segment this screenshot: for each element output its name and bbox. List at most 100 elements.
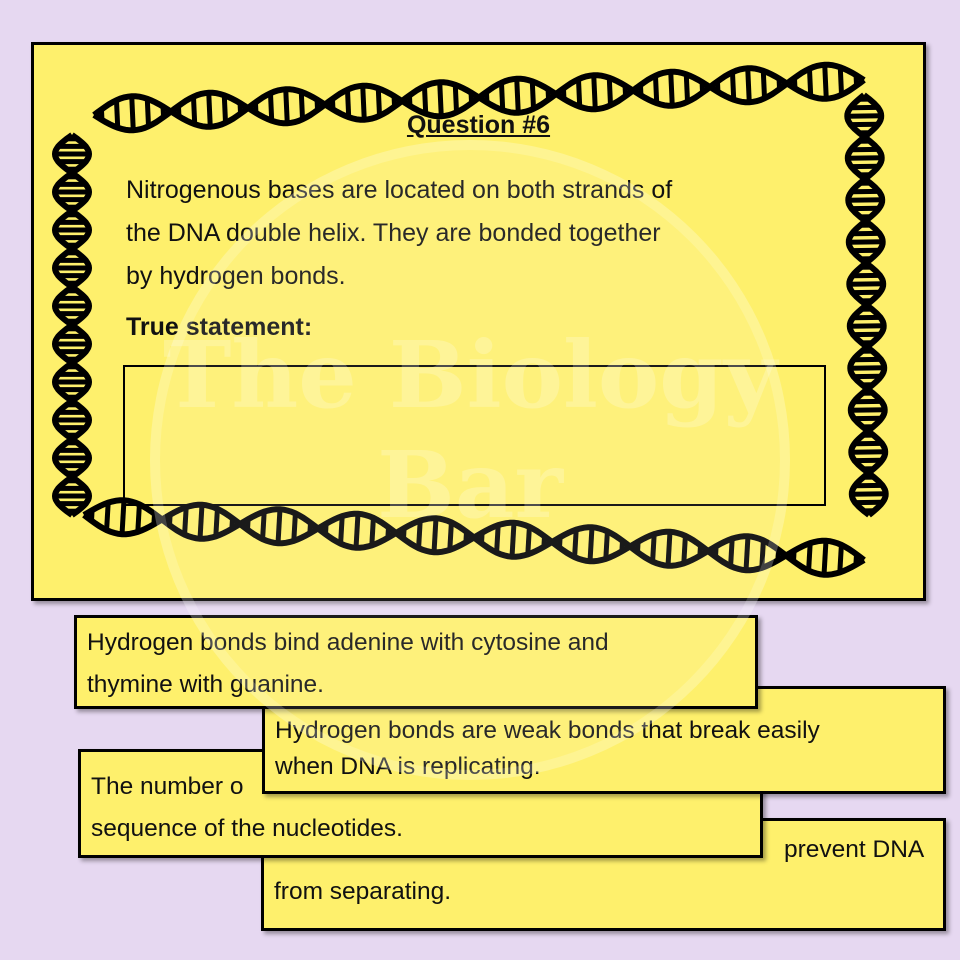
helix-rung [791,550,797,562]
helix-rung [665,531,673,566]
helix-rung [113,100,121,128]
helix-rung [525,526,532,555]
helix-rung [745,68,752,103]
line: prevent DNA [784,836,925,863]
helix-rung [853,554,859,565]
helix-segment [92,61,866,134]
helix-rung [375,88,383,116]
helix-strand [51,132,93,518]
helix-rung [619,540,625,552]
helix-rung [681,535,688,564]
helix-rung [283,89,290,124]
helix-rung [652,75,660,104]
line: thymine with guanine. [87,671,324,698]
line: from separating. [274,878,452,905]
helix-rung [603,531,610,560]
helix-rung [344,89,352,118]
helix-rung [360,85,367,120]
helix-rung [587,527,595,562]
helix-rung [668,71,675,106]
helix-rung [514,78,521,113]
question-line: by hydrogen bonds. [126,262,346,290]
helix-rung [713,546,719,557]
helix-segment [82,497,866,578]
line: Hydrogen bonds bind adenine with cytosin… [87,629,609,656]
helix-rung [206,92,213,127]
question-text: Nitrogenous bases are located on both st… [126,169,826,298]
helix-rung [182,506,189,535]
helix-rung [509,522,517,557]
helix-segment [844,92,889,518]
helix-rung [606,77,614,106]
helix-rung [479,532,485,544]
helix-strand [844,92,889,518]
answer-card-1[interactable]: Hydrogen bonds bind adenine with cytosin… [74,615,758,709]
question-line: Nitrogenous bases are located on both st… [126,176,673,204]
helix-rung [213,508,220,537]
helix-rung [229,518,235,529]
helix-rung [323,523,329,535]
question-card: Question #6 Nitrogenous bases are locate… [31,42,926,601]
line: when DNA is replicating. [275,753,541,780]
helix-rung [104,502,111,531]
helix-rung [806,542,813,571]
helix-rung [650,533,657,562]
helix-rung [743,536,751,571]
helix-rung [245,519,251,530]
helix-rung [151,513,157,525]
answer-text: prevent DNA from separating. [264,821,943,917]
helix-rung [837,67,845,95]
helix-rung [529,81,537,109]
question-line: the DNA double helix. They are bonded to… [126,219,661,247]
helix-rung [557,537,563,548]
helix-rung [591,75,598,110]
answer-text: Hydrogen bonds bind adenine with cytosin… [77,618,755,710]
helix-rung [135,504,142,533]
helix-rung [572,529,579,558]
helix-rung [338,515,345,544]
helix-rung [635,541,641,553]
answer-text: The number o sequence of the nucleotides. [81,752,760,854]
helix-rung [837,544,844,573]
helix-rung [401,528,407,539]
helix-rung [369,517,376,546]
line: The number o [91,773,244,800]
helix-rung [298,91,306,120]
helix-rung [447,522,454,551]
helix-rung [416,520,423,549]
answer-text: Hydrogen bonds are weak bonds that break… [265,689,943,789]
answer-drop-box[interactable] [123,365,826,506]
helix-rung [167,514,173,526]
helix-rung [541,536,547,547]
helix-strand [82,497,866,578]
helix-rung [498,82,506,111]
helix-rung [759,540,766,569]
helix-rung [385,527,391,538]
helix-rung [307,522,313,534]
helix-strand [92,65,866,130]
helix-rung [494,524,501,553]
helix-rung [221,95,229,123]
line: sequence of the nucleotides. [91,815,403,842]
helix-rung [267,93,275,121]
dna-helix-border-icon [51,61,889,578]
line: Hydrogen bonds are weak bonds that break… [275,717,820,744]
helix-rung [260,511,267,540]
helix-rung [463,531,469,543]
helix-rung [822,64,829,99]
helix-rung [775,549,781,561]
helix-rung [821,540,829,575]
helix-rung [729,72,737,100]
true-statement-label: True statement: [126,313,313,341]
helix-rung [275,509,283,544]
helix-rung [197,504,205,539]
helix-rung [190,96,198,125]
helix-rung [697,545,703,556]
helix-segment [51,132,93,518]
helix-rung [728,538,735,567]
question-title: Question #6 [406,111,551,139]
helix-rung [144,98,152,127]
helix-rung [437,82,444,117]
helix-rung [421,86,429,114]
helix-rung [89,510,95,521]
